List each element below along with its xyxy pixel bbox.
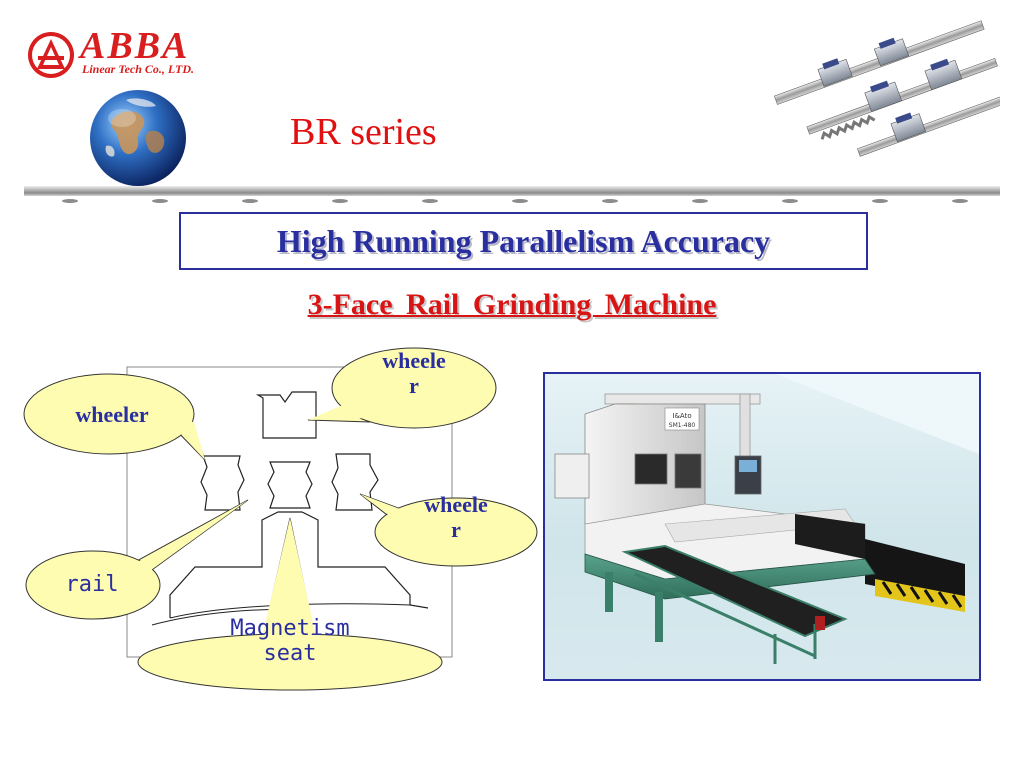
- subheading: 3-Face Rail Grinding Machine: [307, 288, 717, 321]
- label-magnetism-seat: Magnetism seat: [230, 616, 350, 667]
- machine-plate-line2: SM1-480: [669, 422, 696, 429]
- label-wheeler-left: wheeler: [75, 402, 149, 427]
- machine-plate-line1: I&Ato: [672, 412, 691, 420]
- grinding-machine-photo: I&Ato SM1-480: [543, 372, 981, 681]
- abba-emblem-icon: [28, 32, 74, 78]
- headline: High Running Parallelism Accuracy: [276, 222, 771, 259]
- diagram-drawing: [23, 347, 538, 691]
- linear-rails-image: [773, 20, 1000, 157]
- headline-box: High Running Parallelism Accuracy: [179, 212, 868, 270]
- label-wheeler-right: wheele r: [424, 492, 488, 543]
- company-logo: ABBA Linear Tech Co., LTD.: [26, 25, 236, 82]
- machine-illustration: I&Ato SM1-480: [545, 374, 979, 679]
- label-rail: rail: [65, 572, 119, 597]
- logo-name: ABBA: [80, 25, 190, 67]
- grinding-diagram: wheele r wheeler wheele r rail Magnetism…: [0, 340, 545, 710]
- rail-divider: [24, 186, 1000, 203]
- globe-icon: [90, 90, 186, 186]
- page-title: BR series: [290, 111, 437, 153]
- label-wheeler-top: wheele r: [382, 348, 446, 399]
- logo-subtitle: Linear Tech Co., LTD.: [82, 62, 195, 76]
